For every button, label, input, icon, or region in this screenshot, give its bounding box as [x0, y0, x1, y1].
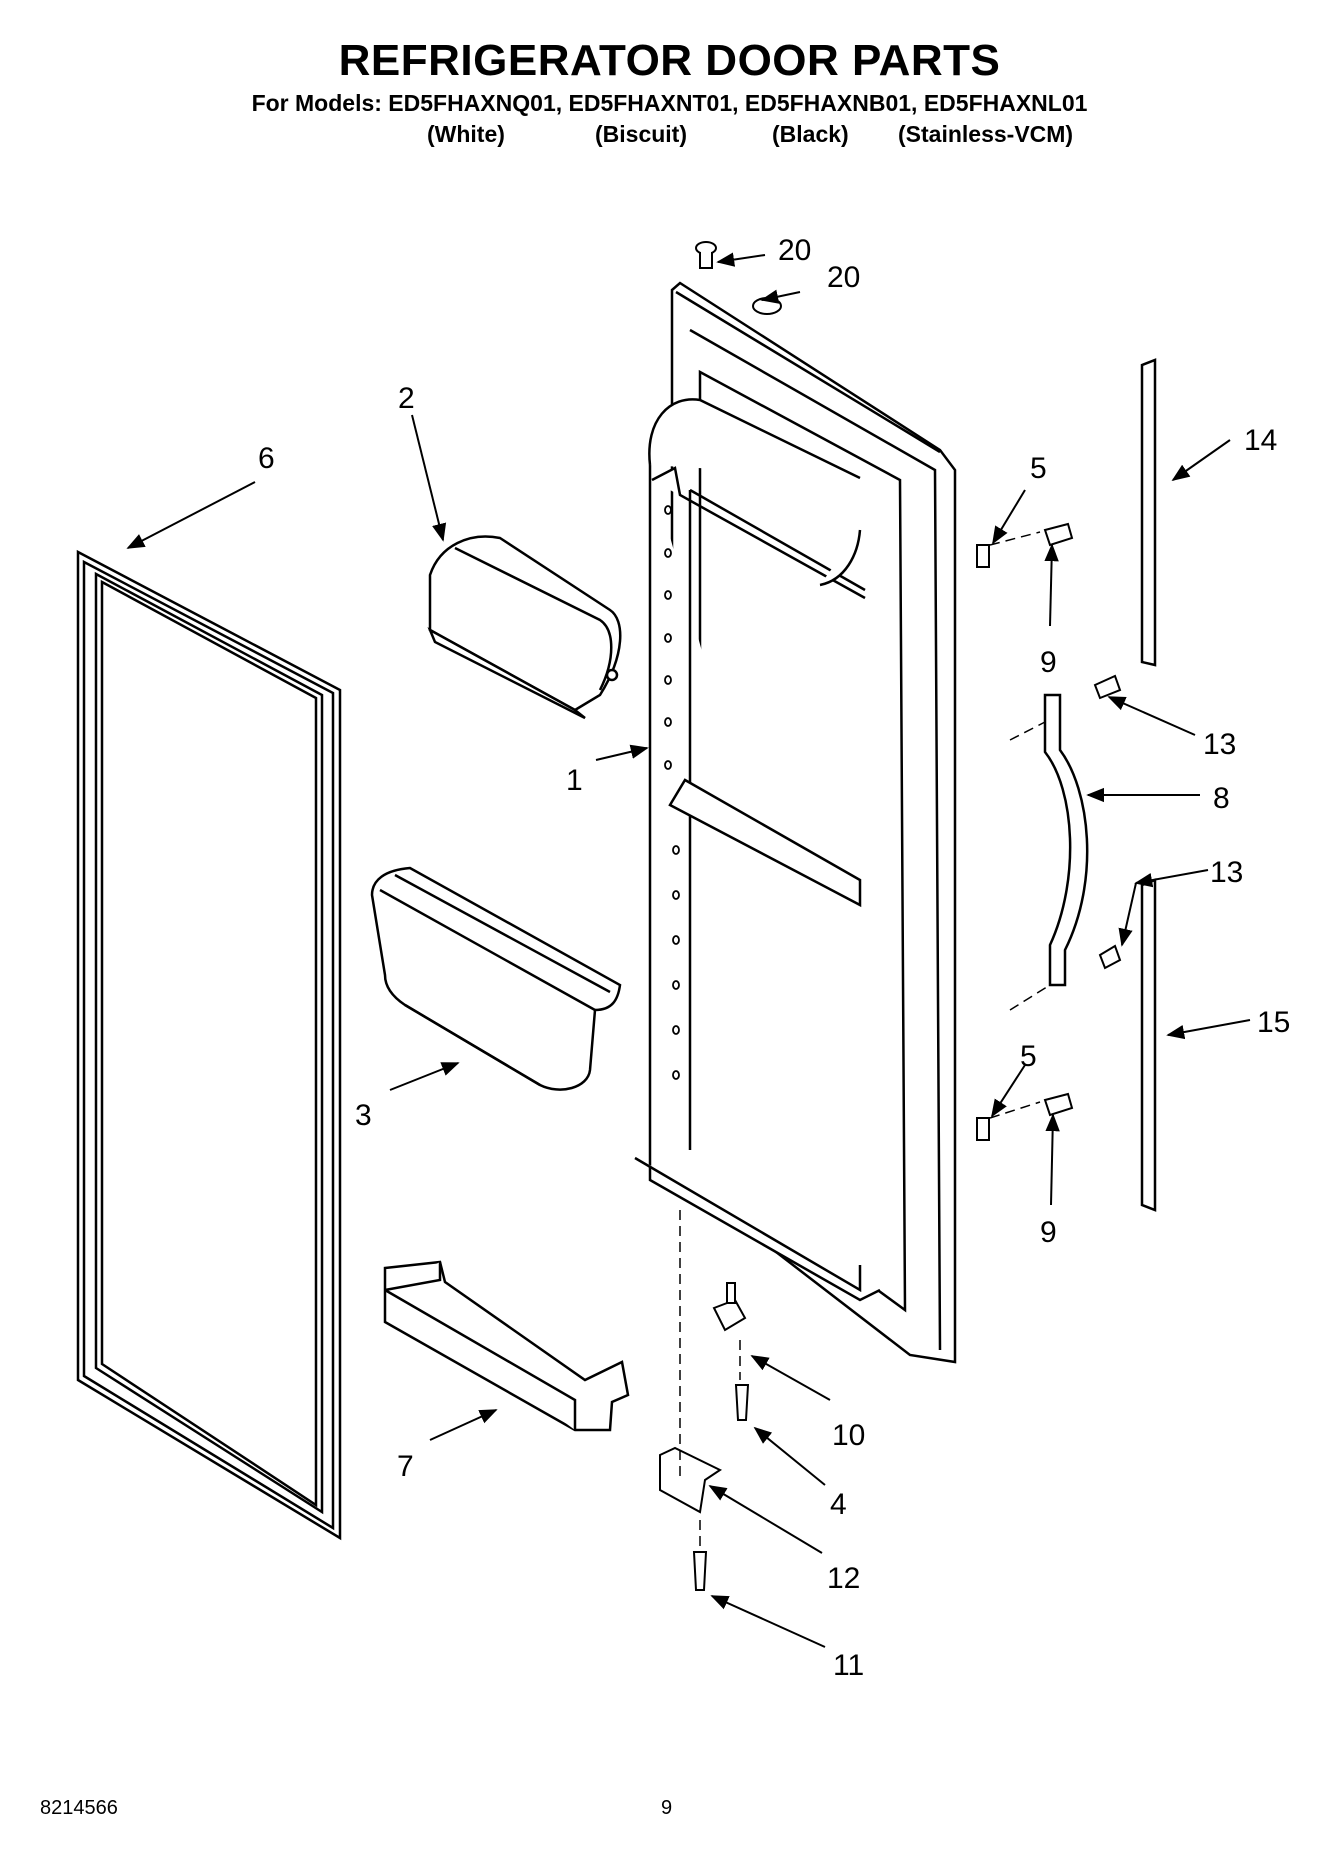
- hinge-plate: [659, 1446, 723, 1514]
- screw-13-upper: [1093, 674, 1122, 700]
- callout-10: 10: [832, 1419, 865, 1452]
- door-shelf-bar: [383, 1260, 630, 1432]
- clip-upper: [976, 544, 990, 568]
- hinge-pin-screw: [692, 1551, 708, 1591]
- models-line: For Models: ED5FHAXNQ01, ED5FHAXNT01, ED…: [251, 90, 1088, 116]
- callout-3: 3: [355, 1099, 372, 1132]
- callout-9-upper: 9: [1040, 646, 1057, 679]
- callout-15: 15: [1257, 1006, 1290, 1039]
- color-stainless: (Stainless-VCM): [898, 121, 1074, 147]
- callout-20: 20: [827, 261, 860, 294]
- hinge-bushing: [712, 1282, 747, 1332]
- leader-lines: [126, 252, 1251, 1648]
- callout-5-lower: 5: [1020, 1040, 1037, 1073]
- document-number: 8214566: [40, 1797, 118, 1819]
- handle-trim-upper: [1140, 358, 1157, 667]
- page-number: 9: [661, 1797, 673, 1819]
- callout-1: 1: [566, 764, 583, 797]
- callout-2: 2: [398, 382, 415, 415]
- door-bin: [370, 866, 622, 1091]
- door-gasket: [76, 549, 342, 1541]
- washer: [752, 297, 782, 315]
- screw-9-upper: [1043, 522, 1074, 547]
- callout-8: 8: [1213, 782, 1230, 815]
- screw-9-lower: [1043, 1092, 1074, 1117]
- callout-11: 11: [833, 1649, 864, 1682]
- color-biscuit: (Biscuit): [595, 121, 687, 147]
- clip-lower: [976, 1117, 990, 1141]
- door-assembly: [634, 281, 957, 1364]
- callout-labels: 20 20 2 6 1 3 7 5 9 14 13 8 13 15 5 9 10…: [258, 234, 1290, 1682]
- callout-19: 20: [778, 234, 811, 267]
- callout-4: 4: [830, 1488, 847, 1521]
- hinge-screw: [734, 1384, 750, 1421]
- handle-trim-lower: [1140, 878, 1157, 1212]
- door-stop-plug: [695, 241, 717, 269]
- callout-7: 7: [397, 1450, 414, 1483]
- callout-13-upper: 13: [1203, 728, 1236, 761]
- dairy-compartment: [427, 535, 622, 720]
- callout-13-lower: 13: [1210, 856, 1243, 889]
- callout-12: 12: [827, 1562, 860, 1595]
- screw-13-lower: [1098, 944, 1122, 970]
- callout-6: 6: [258, 442, 275, 475]
- color-black: (Black): [772, 121, 849, 147]
- door-handle: [1043, 693, 1089, 987]
- callout-14: 14: [1244, 424, 1277, 457]
- callout-9-lower: 9: [1040, 1216, 1057, 1249]
- page-title: REFRIGERATOR DOOR PARTS: [338, 36, 1001, 85]
- door-holes: [664, 505, 680, 1080]
- color-white: (White): [427, 121, 505, 147]
- callout-5-upper: 5: [1030, 452, 1047, 485]
